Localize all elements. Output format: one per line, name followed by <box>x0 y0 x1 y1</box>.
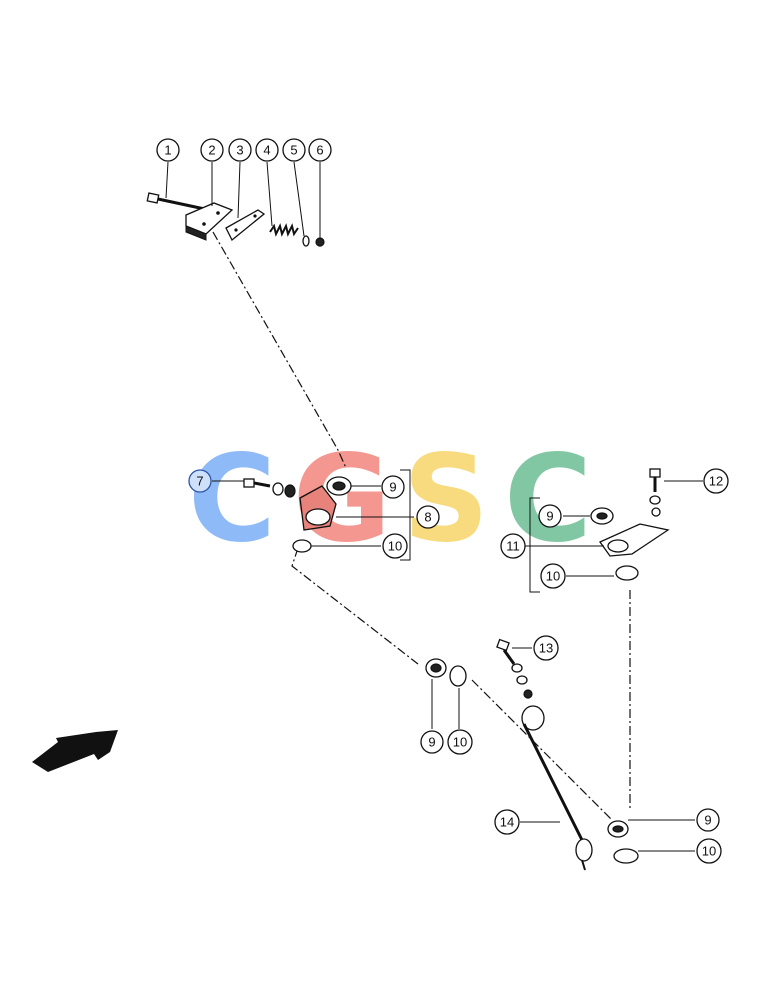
svg-text:9: 9 <box>704 813 711 828</box>
part-10-ring-d <box>613 848 639 864</box>
svg-text:4: 4 <box>263 143 270 158</box>
part-5-washer <box>302 235 310 247</box>
direction-arrow-icon <box>32 730 118 772</box>
callout-1: 1 <box>156 138 180 162</box>
callout-9-upper: 9 <box>381 475 405 499</box>
assembly-lines <box>212 231 631 821</box>
callout-4: 4 <box>255 138 279 162</box>
svg-text:7: 7 <box>196 474 203 489</box>
part-7-bolt <box>243 478 296 498</box>
svg-text:9: 9 <box>389 480 396 495</box>
callout-9-right: 9 <box>538 504 562 528</box>
svg-text:3: 3 <box>236 143 243 158</box>
watermark-letter-1: C <box>188 431 276 570</box>
callout-8: 8 <box>416 505 440 529</box>
svg-text:11: 11 <box>506 539 520 554</box>
part-10-ring-c <box>449 665 467 687</box>
part-9-bushing-a <box>326 476 352 496</box>
part-8-lever <box>299 485 337 531</box>
part-10-ring-a <box>292 539 312 553</box>
part-11-bracket <box>599 523 670 557</box>
part-14-rod <box>521 705 593 871</box>
svg-text:10: 10 <box>388 539 402 554</box>
svg-text:9: 9 <box>546 509 553 524</box>
svg-text:12: 12 <box>709 474 723 489</box>
part-9-bushing-d <box>607 820 629 838</box>
callout-3: 3 <box>228 138 252 162</box>
leader-lines <box>165 161 703 852</box>
callout-6: 6 <box>308 138 332 162</box>
callout-10-upper: 10 <box>382 533 408 559</box>
callout-10-right: 10 <box>540 563 566 589</box>
watermark-letter-3: S <box>403 431 489 570</box>
callout-14: 14 <box>494 809 520 835</box>
part-6-nut <box>315 237 325 247</box>
part-9-bushing-c <box>425 658 447 678</box>
svg-text:2: 2 <box>208 143 215 158</box>
callout-10-lower-right: 10 <box>696 838 722 864</box>
svg-text:9: 9 <box>428 735 435 750</box>
callout-5: 5 <box>282 138 306 162</box>
svg-text:10: 10 <box>546 569 560 584</box>
callout-9-lower-left: 9 <box>420 730 444 754</box>
svg-text:8: 8 <box>424 510 431 525</box>
callout-13: 13 <box>533 635 559 661</box>
assembly-line-2 <box>291 547 419 665</box>
part-12-bolt <box>649 468 661 517</box>
callout-12: 12 <box>703 468 729 494</box>
svg-text:6: 6 <box>316 143 323 158</box>
part-4-spring <box>269 223 299 237</box>
part-2-block <box>185 202 234 241</box>
part-10-ring-b <box>615 565 639 581</box>
callout-11: 11 <box>500 533 526 559</box>
callout-9-lower-right: 9 <box>696 808 720 832</box>
part-13-bolt <box>496 638 533 699</box>
part-3-plate <box>225 209 266 242</box>
callout-10-lower-left: 10 <box>447 729 473 755</box>
part-9-bushing-b <box>590 507 614 525</box>
callout-2: 2 <box>200 138 224 162</box>
svg-text:13: 13 <box>539 641 553 656</box>
svg-text:5: 5 <box>290 143 297 158</box>
assembly-line-3 <box>471 679 613 821</box>
assembly-line-1 <box>212 231 347 469</box>
svg-text:10: 10 <box>453 735 467 750</box>
svg-text:1: 1 <box>164 143 171 158</box>
callout-7: 7 <box>188 469 212 493</box>
svg-text:10: 10 <box>702 844 716 859</box>
svg-text:14: 14 <box>500 815 514 830</box>
